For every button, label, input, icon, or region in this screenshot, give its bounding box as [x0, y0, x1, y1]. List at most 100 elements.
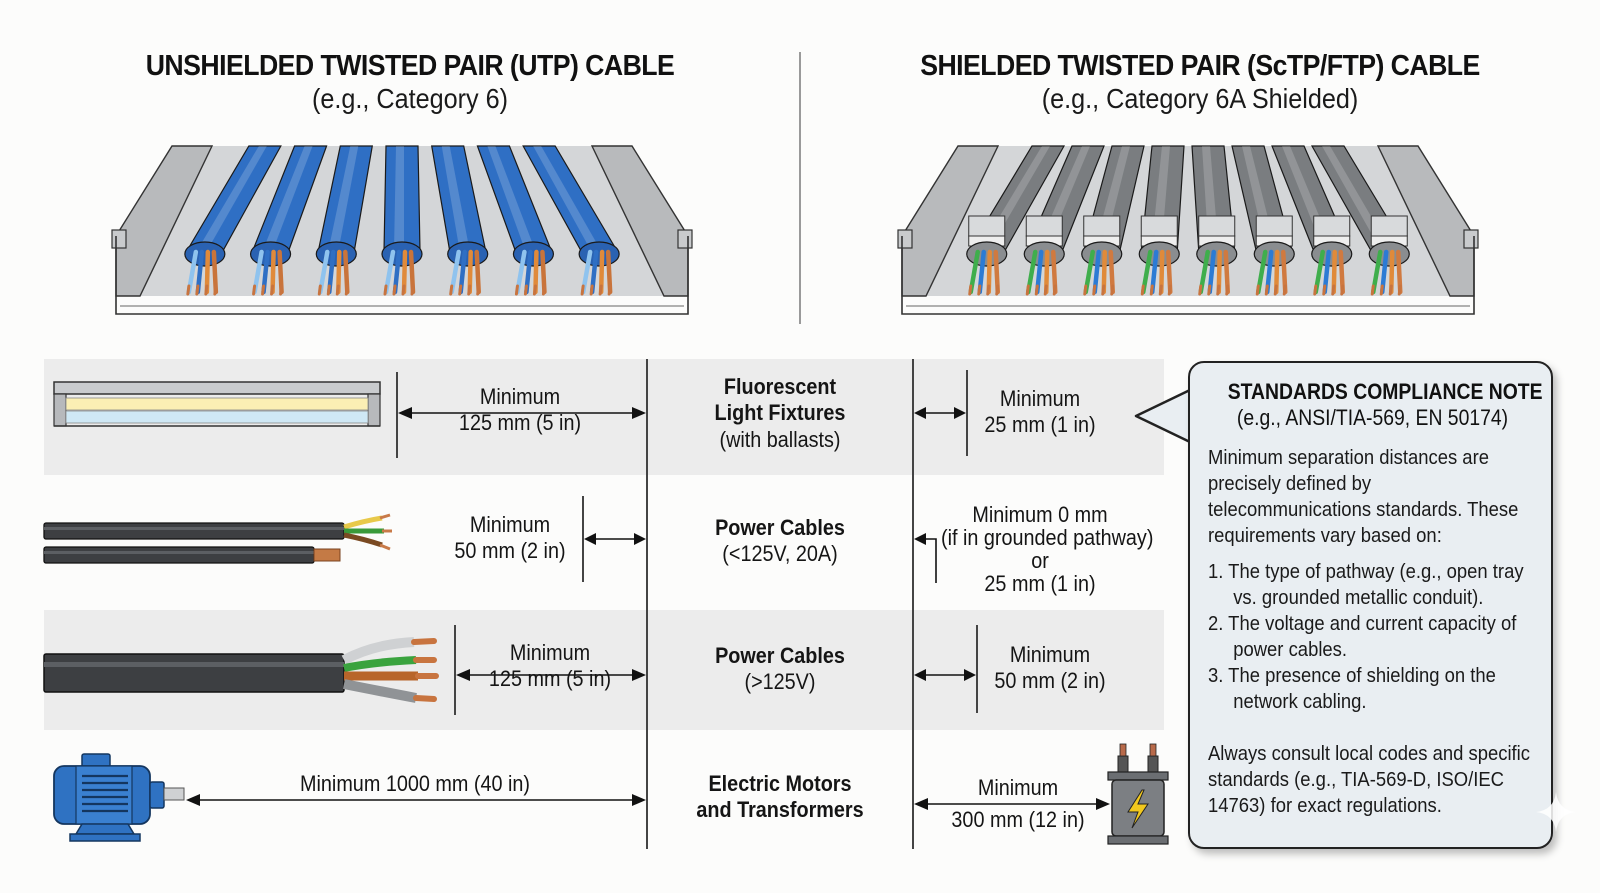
stp-header: SHIELDED TWISTED PAIR (ScTP/FTP) CABLE (… — [820, 50, 1580, 115]
sparkle-icon — [1536, 792, 1576, 832]
utp-cable-tray-illustration — [111, 145, 693, 315]
utp-distance-tick-3 — [454, 625, 456, 715]
callout-closing: Always consult local codes and specific … — [1208, 742, 1531, 817]
utp-distance-label-1: Minimum 125 mm (5 in) — [439, 384, 601, 437]
stp-distance-tick-3 — [976, 625, 978, 713]
utp-cable — [381, 145, 423, 296]
source-note-line: (with ballasts) — [719, 426, 841, 452]
distance-line: Minimum — [999, 386, 1081, 411]
distance-line: (if in grounded pathway) — [941, 525, 1154, 551]
tray-wall-right — [1376, 145, 1475, 297]
stp-distance-label-3: Minimum 50 mm (2 in) — [978, 642, 1122, 695]
tray-lip-left — [111, 229, 127, 249]
callout-list-item: 1. The type of pathway (e.g., open tray … — [1208, 560, 1524, 609]
utp-distance-label-3: Minimum 125 mm (5 in) — [478, 640, 622, 693]
shielded-cable — [1023, 145, 1105, 296]
distance-line: Minimum — [509, 640, 591, 665]
utp-cable — [476, 145, 555, 296]
utp-distance-arrow-3 — [456, 669, 646, 681]
distance-line: 125 mm (5 in) — [458, 410, 582, 436]
callout-intro: Minimum separation distances are precise… — [1208, 446, 1519, 547]
distance-line: 25 mm (1 in) — [984, 571, 1096, 597]
fluorescent-light-fixture-icon — [53, 381, 381, 427]
tray-wall-right — [590, 145, 689, 297]
utp-distance-arrow-1 — [398, 407, 646, 419]
stp-distance-bent-arrow-2 — [914, 533, 937, 583]
source-note-line: (>125V) — [744, 669, 816, 695]
utp-cable — [315, 145, 373, 296]
standards-compliance-callout: STANDARDS COMPLIANCE NOTE (e.g., ANSI/TI… — [1188, 361, 1553, 849]
callout-subtitle: (e.g., ANSI/TIA-569, EN 50174) — [1236, 405, 1509, 430]
source-title-line: and Transformers — [696, 797, 864, 823]
utp-distance-tick-2 — [582, 496, 584, 582]
utp-title: UNSHIELDED TWISTED PAIR (UTP) CABLE — [145, 50, 675, 82]
shielded-cable — [1271, 145, 1353, 296]
callout-list-item: 3. The presence of shielding on the netw… — [1208, 664, 1496, 713]
stp-distance-arrow-3 — [914, 669, 976, 681]
column-divider-left — [646, 359, 648, 849]
stp-distance-label-1: Minimum 25 mm (1 in) — [968, 386, 1112, 439]
source-title-line: Light Fixtures — [714, 400, 846, 426]
low-voltage-power-cable-icon — [43, 513, 392, 564]
callout-list-item: 2. The voltage and current capacity of p… — [1208, 612, 1517, 661]
source-title-line: Electric Motors — [708, 771, 852, 796]
distance-line: Minimum 0 mm — [972, 502, 1108, 527]
electric-motor-icon — [53, 753, 185, 842]
stp-distance-label-2: Minimum 0 mm (if in grounded pathway) or… — [941, 502, 1154, 597]
source-title-line: Power Cables — [715, 643, 845, 668]
distance-line: 125 mm (5 in) — [488, 666, 612, 692]
tray-wall-left — [115, 145, 214, 297]
tray-bottom-edge — [115, 236, 689, 315]
header-divider — [799, 52, 801, 324]
stp-distance-label-4: Minimum 300 mm (12 in) — [946, 772, 1090, 836]
shielded-cable — [1081, 145, 1145, 296]
utp-cable — [184, 145, 282, 296]
utp-cable — [431, 145, 489, 296]
tray-wall-left — [901, 145, 1000, 297]
tray-lip-right — [1463, 229, 1479, 249]
utp-distance-tick-1 — [396, 372, 398, 458]
utp-header: UNSHIELDED TWISTED PAIR (UTP) CABLE (e.g… — [40, 50, 780, 115]
source-note-line: (<125V, 20A) — [722, 541, 838, 567]
utp-cable — [522, 145, 620, 296]
distance-line: Minimum 1000 mm (40 in) — [300, 771, 530, 796]
utp-distance-arrow-4 — [186, 794, 646, 806]
tray-lip-right — [677, 229, 693, 249]
transformer-icon — [1107, 743, 1169, 845]
utp-distance-label-4: Minimum 1000 mm (40 in) — [267, 771, 564, 797]
stp-distance-arrow-4 — [914, 798, 1110, 810]
source-title-line: Power Cables — [715, 515, 845, 540]
callout-title: STANDARDS COMPLIANCE NOTE — [1227, 379, 1543, 404]
stp-distance-tick-1 — [966, 370, 968, 456]
distance-line: Minimum — [469, 512, 551, 537]
utp-distance-label-2: Minimum 50 mm (2 in) — [438, 512, 582, 565]
callout-list: 1. The type of pathway (e.g., open tray … — [1208, 559, 1537, 715]
distance-line: 50 mm (2 in) — [454, 538, 566, 564]
column-divider-right — [912, 359, 914, 849]
utp-cable — [249, 145, 328, 296]
shielded-cable — [1138, 145, 1185, 296]
source-label-power-high: Power Cables (>125V) — [660, 643, 900, 696]
tray-lip-left — [897, 229, 913, 249]
shielded-cable — [1310, 145, 1410, 296]
stp-title: SHIELDED TWISTED PAIR (ScTP/FTP) CABLE — [920, 50, 1480, 82]
stp-subtitle: (e.g., Category 6A Shielded) — [1041, 83, 1359, 114]
source-label-power-low: Power Cables (<125V, 20A) — [660, 515, 900, 568]
distance-line: 300 mm (12 in) — [951, 806, 1085, 832]
distance-line: Minimum — [977, 775, 1059, 800]
shielded-cable — [1191, 145, 1238, 296]
source-label-fluorescent: Fluorescent Light Fixtures (with ballast… — [660, 374, 900, 453]
distance-line: or — [1031, 548, 1049, 574]
callout-pointer — [1134, 388, 1196, 444]
distance-line: Minimum — [1009, 642, 1091, 667]
stp-cable-tray-illustration — [897, 145, 1479, 315]
distance-line: 25 mm (1 in) — [984, 412, 1096, 438]
high-voltage-power-cable-icon — [43, 637, 439, 703]
source-label-motors-transformers: Electric Motors and Transformers — [660, 771, 900, 824]
shielded-cable — [1231, 145, 1295, 296]
stp-distance-arrow-1 — [914, 407, 966, 419]
utp-distance-arrow-2 — [584, 533, 646, 545]
utp-subtitle: (e.g., Category 6) — [311, 83, 509, 114]
distance-line: Minimum — [479, 384, 561, 409]
shielded-cable — [966, 145, 1066, 296]
